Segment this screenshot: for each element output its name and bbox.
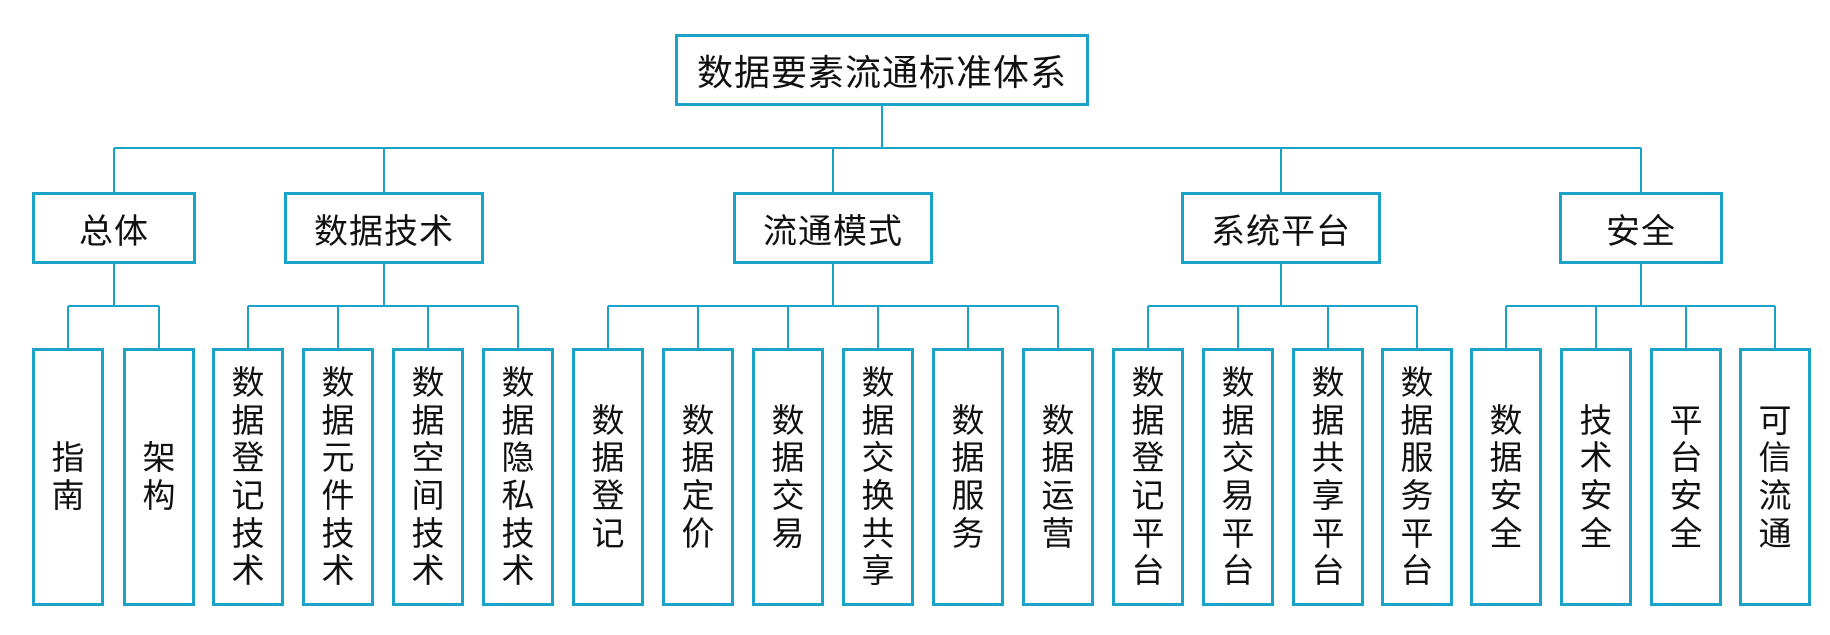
root-label: 数据要素流通标准体系 xyxy=(696,53,1067,94)
leaf-node: 指南 xyxy=(32,348,104,606)
leaf-label: 数据安全 xyxy=(1489,400,1523,553)
leaf-label: 数据元件技术 xyxy=(321,363,355,591)
leaf-node: 数据登记平台 xyxy=(1112,348,1184,606)
category-overall: 总体 xyxy=(32,192,196,264)
leaf-label: 数据定价 xyxy=(681,400,715,553)
leaf-label: 数据服务 xyxy=(951,400,985,553)
leaf-node: 可信流通 xyxy=(1739,348,1811,606)
leaf-node: 数据服务平台 xyxy=(1381,348,1453,606)
leaf-node: 数据交易 xyxy=(752,348,824,606)
leaf-node: 数据安全 xyxy=(1470,348,1542,606)
leaf-node: 技术安全 xyxy=(1560,348,1632,606)
leaf-label: 数据交换共享 xyxy=(861,363,895,591)
leaf-label: 数据共享平台 xyxy=(1311,363,1345,591)
leaf-node: 数据交换共享 xyxy=(842,348,914,606)
leaf-label: 技术安全 xyxy=(1579,400,1613,553)
leaf-label: 平台安全 xyxy=(1669,400,1703,553)
leaf-node: 数据隐私技术 xyxy=(482,348,554,606)
leaf-node: 数据定价 xyxy=(662,348,734,606)
category-system-platform: 系统平台 xyxy=(1181,192,1381,264)
category-label: 数据技术 xyxy=(314,211,454,252)
category-data-technology: 数据技术 xyxy=(284,192,484,264)
category-circulation-mode: 流通模式 xyxy=(733,192,933,264)
leaf-label: 数据运营 xyxy=(1041,400,1075,553)
leaf-label: 数据隐私技术 xyxy=(501,363,535,591)
leaf-label: 数据登记平台 xyxy=(1131,363,1165,591)
leaf-node: 数据交易平台 xyxy=(1202,348,1274,606)
category-label: 系统平台 xyxy=(1211,211,1351,252)
leaf-node: 架构 xyxy=(123,348,195,606)
leaf-node: 数据元件技术 xyxy=(302,348,374,606)
leaf-label: 可信流通 xyxy=(1758,400,1792,553)
category-label: 流通模式 xyxy=(763,211,903,252)
leaf-node: 数据共享平台 xyxy=(1292,348,1364,606)
leaf-label: 数据服务平台 xyxy=(1400,363,1434,591)
leaf-label: 数据登记 xyxy=(591,400,625,553)
root-node: 数据要素流通标准体系 xyxy=(675,34,1089,106)
category-label: 总体 xyxy=(79,211,149,252)
leaf-label: 数据空间技术 xyxy=(411,363,445,591)
leaf-node: 数据登记技术 xyxy=(212,348,284,606)
category-security: 安全 xyxy=(1559,192,1723,264)
leaf-label: 数据交易平台 xyxy=(1221,363,1255,591)
leaf-label: 数据交易 xyxy=(771,400,805,553)
leaf-node: 平台安全 xyxy=(1650,348,1722,606)
leaf-node: 数据登记 xyxy=(572,348,644,606)
leaf-label: 架构 xyxy=(142,438,176,515)
leaf-node: 数据空间技术 xyxy=(392,348,464,606)
category-label: 安全 xyxy=(1606,211,1676,252)
leaf-node: 数据服务 xyxy=(932,348,1004,606)
leaf-node: 数据运营 xyxy=(1022,348,1094,606)
leaf-label: 数据登记技术 xyxy=(231,363,265,591)
leaf-label: 指南 xyxy=(51,438,85,515)
